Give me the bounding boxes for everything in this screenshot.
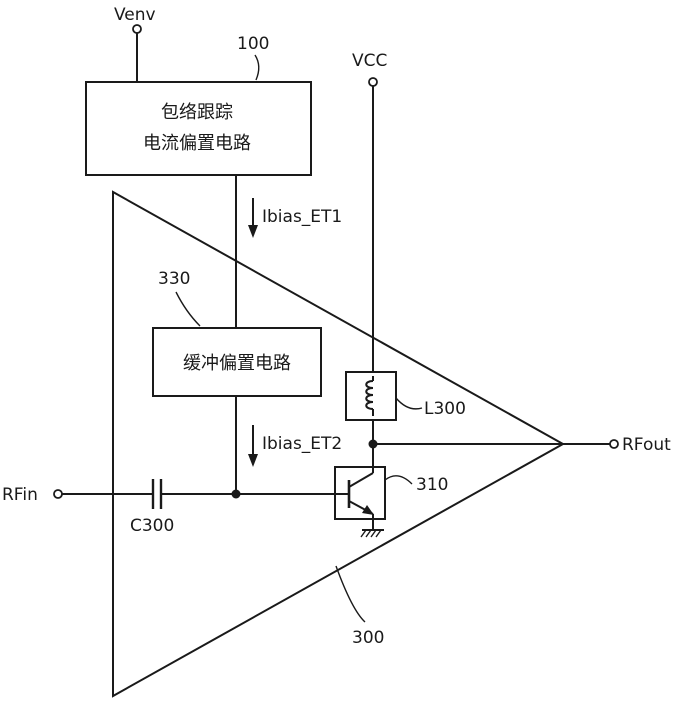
venv-terminal (132, 24, 142, 34)
vcc-label: VCC (352, 51, 387, 71)
buffer-bias-block (152, 327, 322, 397)
envelope-bias-line1: 包络跟踪 (161, 102, 233, 123)
transistor-label: 310 (416, 475, 448, 495)
envelope-bias-leader-line (254, 54, 260, 81)
rfin-terminal (53, 489, 63, 499)
inductor-label: L300 (424, 399, 466, 419)
inductor-coil (365, 380, 374, 410)
inductor-leader-line (395, 397, 423, 410)
ibias1-label: Ibias_ET1 (262, 207, 342, 227)
envelope-bias-line2: 电流偏置电路 (143, 133, 251, 154)
capacitor-label: C300 (130, 516, 174, 536)
transistor-leader-line (384, 475, 413, 485)
amplifier-ref-label: 300 (352, 628, 384, 648)
ibias2-label: Ibias_ET2 (262, 434, 342, 454)
buffer-bias-label: 缓冲偏置电路 (183, 353, 291, 374)
ibias2-arrowhead (248, 454, 258, 467)
bias-junction-dot (231, 489, 241, 499)
rfout-label: RFout (622, 435, 671, 455)
ibias1-arrowhead (248, 225, 258, 238)
amplifier-leader-line (335, 565, 366, 623)
vcc-terminal (368, 77, 378, 87)
envelope-bias-ref-label: 100 (237, 34, 269, 54)
buffer-bias-leader-line (175, 291, 201, 327)
rfout-terminal (609, 439, 619, 449)
ground-icon (360, 529, 384, 538)
transistor-emitter-arrow (362, 505, 374, 515)
buffer-bias-ref-label: 330 (158, 269, 190, 289)
transistor-collector-leg (348, 472, 374, 488)
rfin-label: RFin (2, 485, 38, 505)
venv-label: Venv (114, 5, 156, 25)
envelope-bias-block (85, 81, 312, 176)
